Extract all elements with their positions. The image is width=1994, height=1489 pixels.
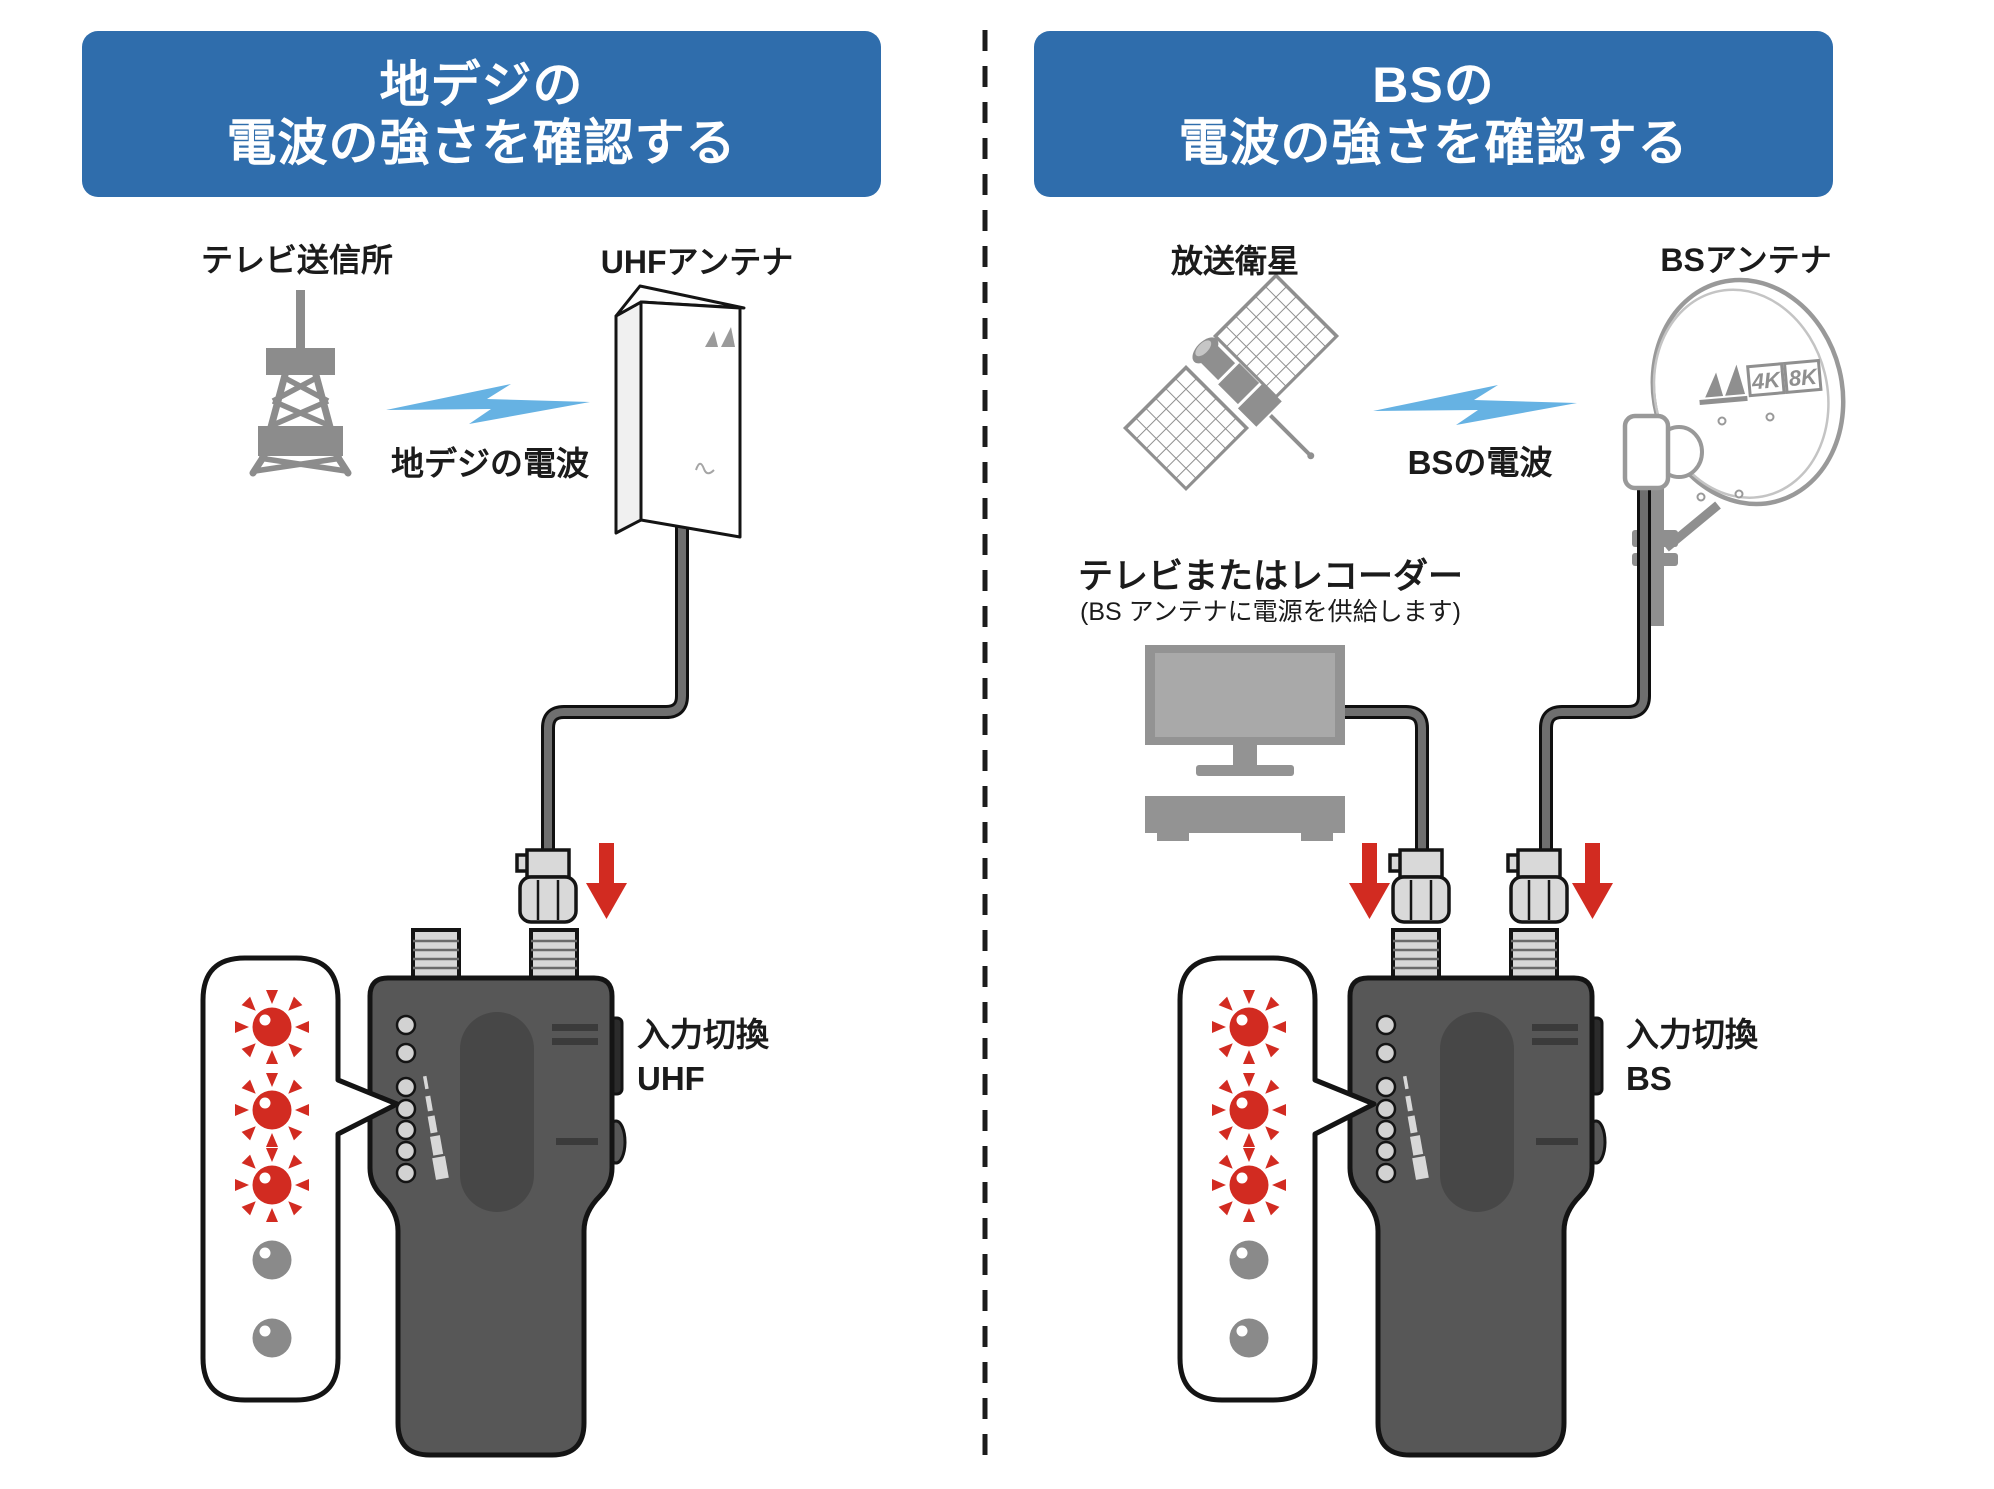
tower-label: テレビ送信所 — [200, 242, 393, 278]
wave-label-left: 地デジの電波 — [391, 445, 589, 482]
signal-bolt-icon — [386, 384, 590, 424]
satellite-body — [1192, 337, 1315, 460]
antenna-logo-mark — [721, 327, 735, 347]
uhf-antenna-label: UHFアンテナ — [600, 244, 794, 280]
input-switch-label-left: 入力切換 UHF — [637, 1013, 769, 1101]
tv-power-note: (BS アンテナに電源を供給します) — [1080, 598, 1461, 626]
coax-cable-bs — [1539, 473, 1651, 859]
header-left-line2: 電波の強さを確認する — [226, 115, 737, 171]
header-right: BSの 電波の強さを確認する — [1034, 31, 1833, 197]
signal-bolt-icon — [1373, 385, 1577, 425]
bs-antenna-label: BSアンテナ — [1660, 242, 1832, 278]
tv-recorder-icon — [1145, 645, 1345, 841]
solar-panel — [1123, 365, 1249, 491]
insert-arrow-icon — [586, 843, 627, 919]
antenna-maker-mark — [695, 462, 715, 475]
coax-cable-uhf — [541, 508, 689, 859]
input-switch-text: 入力切換 — [637, 1016, 769, 1053]
antenna-logo-mark — [705, 331, 718, 347]
input-mode-text: UHF — [637, 1060, 705, 1097]
header-left-line1: 地デジの — [379, 57, 584, 113]
header-right-line2: 電波の強さを確認する — [1178, 115, 1689, 171]
insert-arrow-icon — [1349, 843, 1390, 919]
header-right-line1: BSの — [1372, 57, 1495, 113]
satellite-label: 放送衛星 — [1170, 243, 1299, 279]
solar-panel — [1213, 273, 1339, 399]
uhf-antenna-icon — [614, 284, 746, 539]
led-indicator-bubble — [1180, 958, 1374, 1400]
tower-icon — [249, 290, 352, 477]
recorder-box — [1145, 796, 1345, 833]
insert-arrow-icon — [1572, 843, 1613, 919]
f-connector — [1506, 848, 1569, 924]
header-left: 地デジの 電波の強さを確認する — [82, 31, 881, 197]
tv-recorder-label: テレビまたはレコーダー — [1078, 557, 1464, 596]
dish-lnb — [1622, 413, 1704, 491]
f-connector — [1388, 848, 1451, 924]
wave-label-right: BSの電波 — [1407, 444, 1553, 481]
dish-logo-4k-text: 4K — [1750, 367, 1783, 395]
tv-screen — [1155, 653, 1335, 737]
input-switch-text: 入力切換 — [1626, 1016, 1758, 1053]
coax-cable-tv — [1331, 705, 1429, 859]
f-connector — [515, 848, 578, 924]
signal-checker-device — [370, 930, 625, 1455]
dish-logo-8k-text: 8K — [1788, 364, 1820, 392]
satellite-icon — [1123, 273, 1339, 491]
dish-4k8k-logo: 4K 8K — [1699, 358, 1823, 406]
input-switch-label-right: 入力切換 BS — [1626, 1013, 1758, 1101]
input-mode-text: BS — [1626, 1060, 1672, 1097]
signal-checker-device — [1350, 930, 1605, 1455]
